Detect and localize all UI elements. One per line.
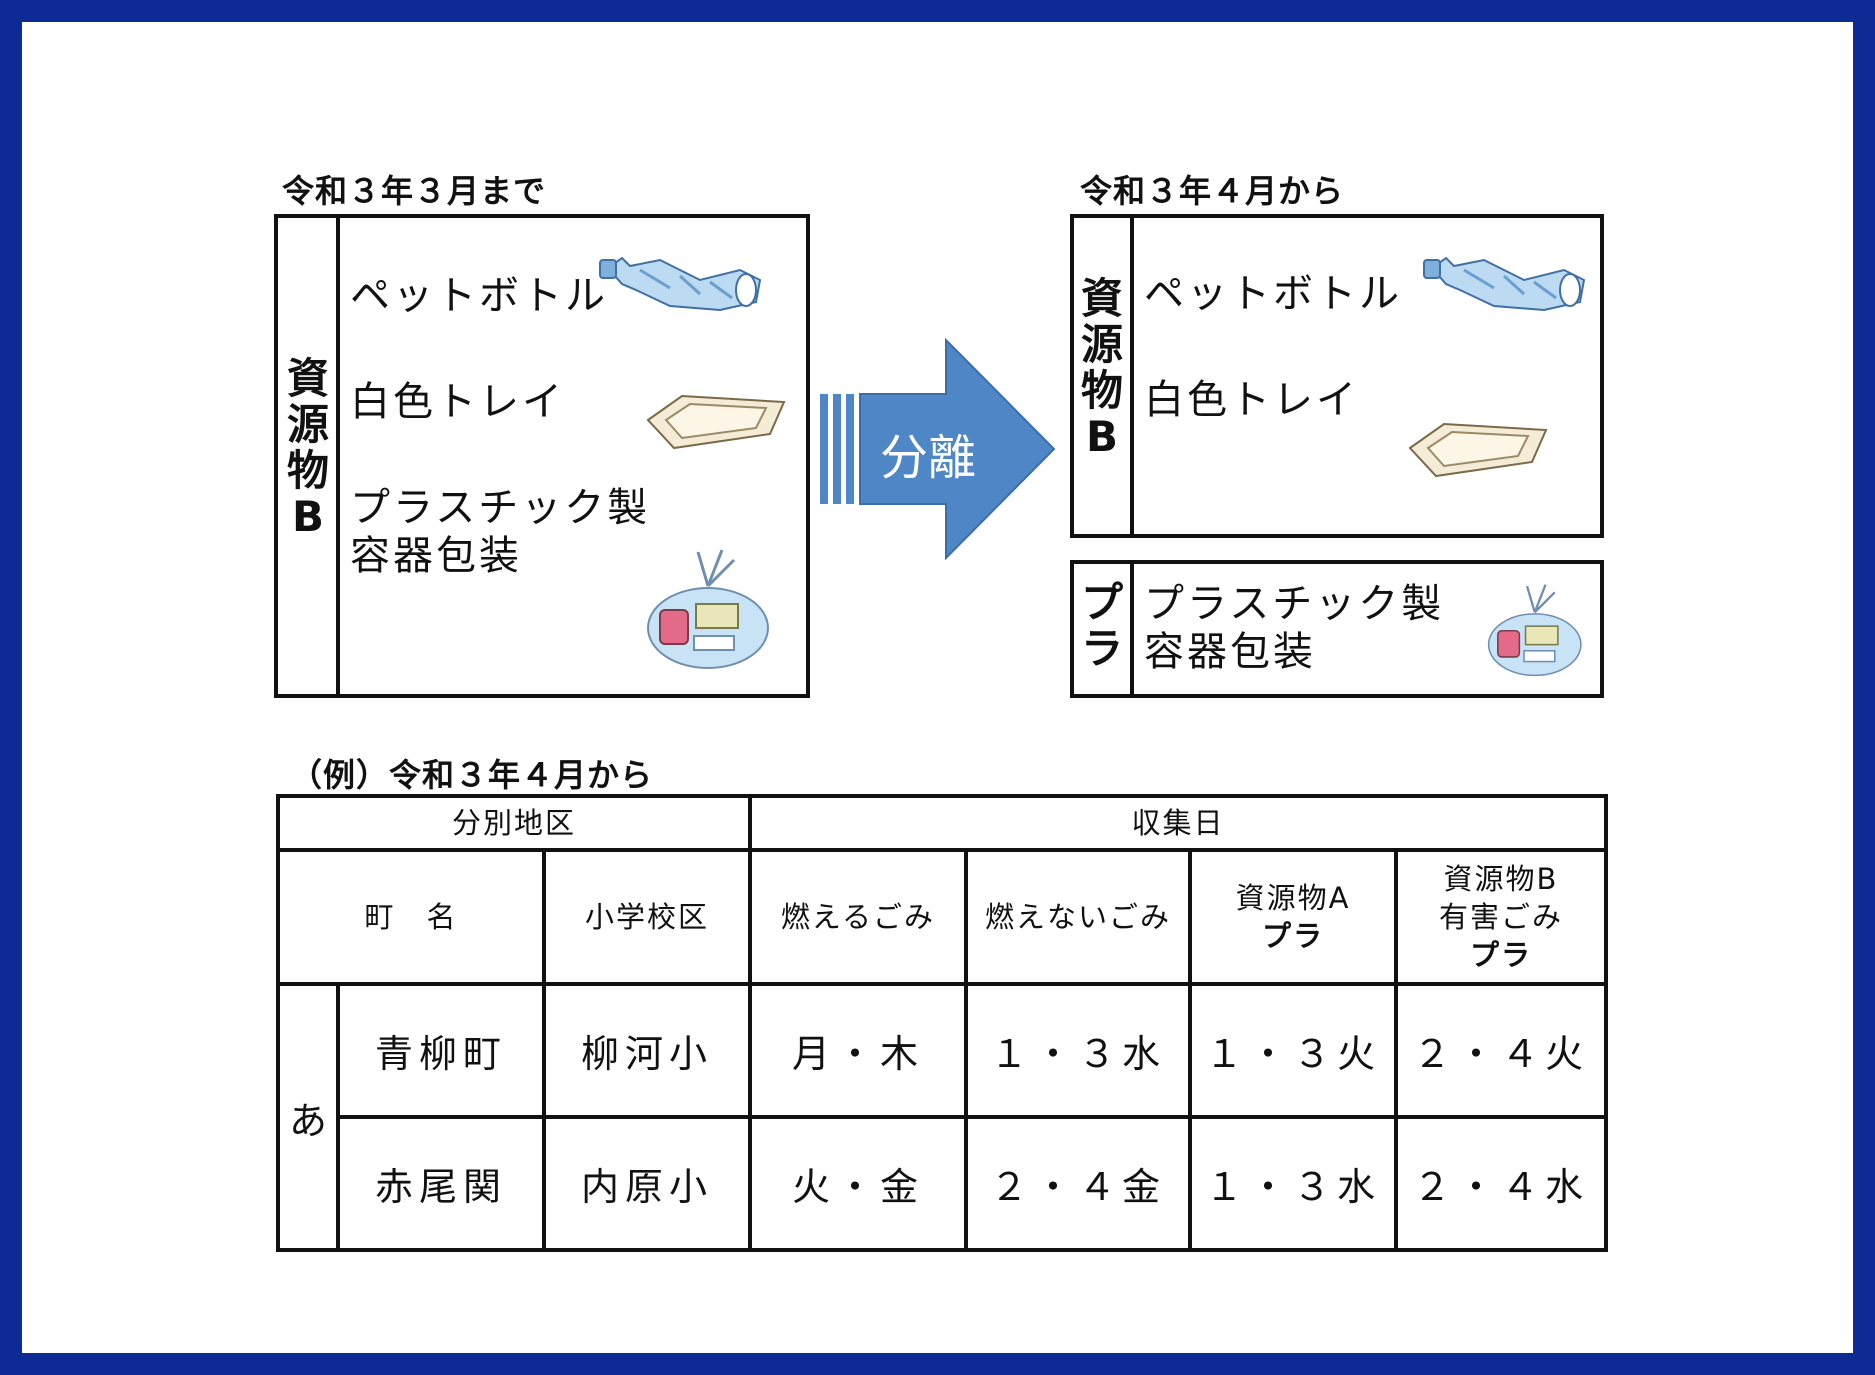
col-burnable: 燃えるごみ (748, 848, 968, 986)
after-box-plastic: プ ラ プラスチック製容器包装 (1070, 560, 1604, 698)
col-school: 小学校区 (542, 848, 752, 986)
plastic-bag-icon (647, 549, 769, 669)
col-town: 町 名 (276, 848, 546, 986)
item-plastic-packaging: プラスチック製容器包装 (350, 485, 651, 579)
resource-a-cell: １・３水 (1188, 1115, 1398, 1252)
divider (1130, 218, 1134, 534)
item-pet-bottle: ペットボトル (1144, 271, 1402, 317)
schedule-title: （例）令和３年４月から (290, 756, 654, 794)
plastic-category-label: プ ラ (1080, 578, 1123, 673)
resource-a-cell: １・３火 (1188, 982, 1398, 1119)
before-category-label: 資 源 物 B (286, 354, 329, 541)
before-box: 資 源 物 B ペットボトル 白色トレイ プラスチック製容器包装 (274, 214, 810, 698)
col-resource-b: 資源物B 有害ごみ プラ (1393, 848, 1609, 986)
table-row: 赤尾関 内原小 火・金 ２・４金 １・３水 ２・４水 (278, 1115, 1609, 1252)
nonburnable-cell: ２・４金 (964, 1115, 1192, 1252)
collection-schedule-table: 分別地区 収集日 町 名 小学校区 燃えるごみ 燃えないごみ 資源物A プラ 資… (276, 794, 1609, 1252)
divider (336, 218, 340, 694)
school-cell: 内原小 (542, 1115, 752, 1252)
col-nonburnable: 燃えないごみ (964, 848, 1192, 986)
divider (1130, 564, 1134, 694)
school-cell: 柳河小 (542, 982, 752, 1119)
header-collection-day: 収集日 (747, 794, 1609, 852)
pet-bottle-icon (1423, 256, 1586, 312)
after-box-resource-b: 資 源 物 B ペットボトル 白色トレイ (1070, 214, 1604, 538)
item-white-tray: 白色トレイ (1144, 377, 1359, 423)
town-cell: 青柳町 (336, 982, 546, 1119)
table-row: あ 青柳町 柳河小 月・木 １・３水 １・３火 ２・４火 (276, 982, 1609, 1252)
town-cell: 赤尾関 (336, 1115, 546, 1252)
group-label: あ (276, 982, 340, 1252)
white-tray-icon (1408, 422, 1548, 478)
nonburnable-cell: １・３水 (964, 982, 1192, 1119)
arrow-label: 分離 (880, 430, 977, 486)
burnable-cell: 月・木 (748, 982, 968, 1119)
resource-b-cell: ２・４水 (1393, 1115, 1609, 1252)
white-tray-icon (646, 394, 786, 450)
item-white-tray: 白色トレイ (350, 379, 565, 425)
after-category-label: 資 源 物 B (1080, 274, 1123, 461)
before-title: 令和３年３月まで (282, 172, 547, 210)
after-title: 令和３年４月から (1080, 172, 1345, 210)
col-resource-a: 資源物A プラ (1188, 848, 1398, 986)
plastic-bag-icon (1487, 584, 1582, 677)
item-plastic-packaging: プラスチック製容器包装 (1144, 581, 1445, 675)
item-pet-bottle: ペットボトル (350, 273, 608, 319)
burnable-cell: 火・金 (748, 1115, 968, 1252)
right-arrow-icon (820, 337, 1056, 561)
pet-bottle-icon (599, 256, 762, 312)
header-district: 分別地区 (276, 794, 752, 852)
resource-b-cell: ２・４火 (1393, 982, 1609, 1119)
